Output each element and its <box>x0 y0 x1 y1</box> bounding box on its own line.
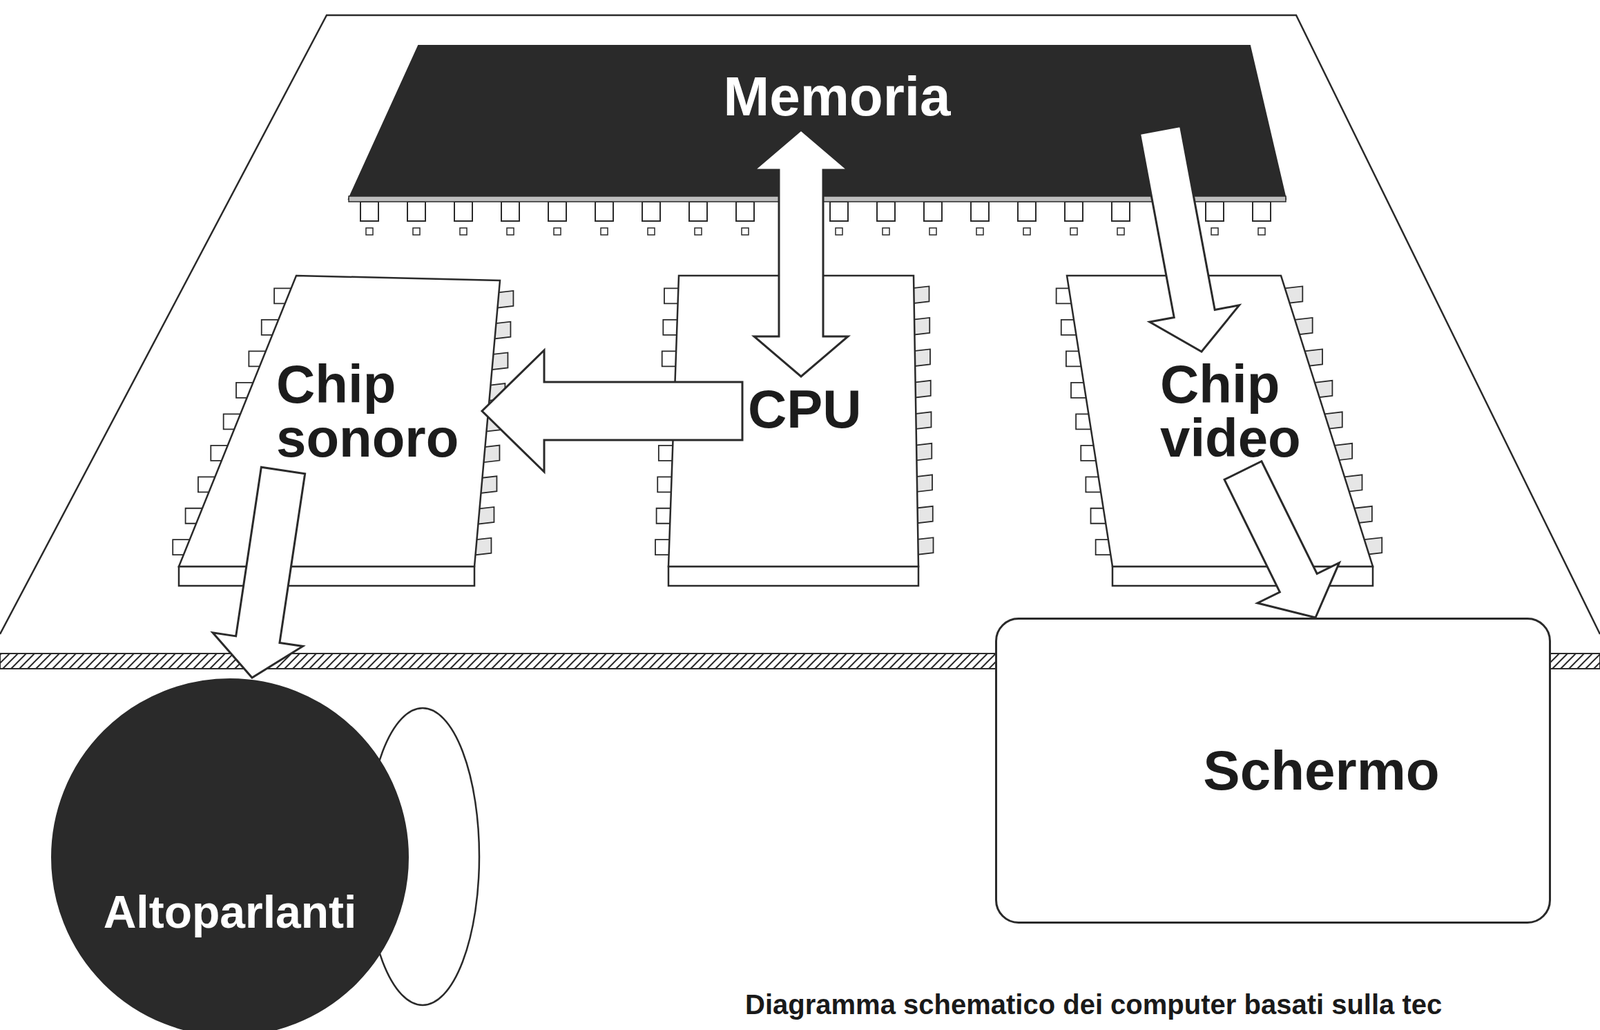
pin-body <box>689 201 708 221</box>
memory-pin <box>1111 201 1130 235</box>
pin-body <box>970 201 989 221</box>
pin-body <box>736 201 755 221</box>
memory-pin <box>736 201 755 235</box>
speaker-cone <box>51 678 409 1030</box>
memory-pin <box>1017 201 1036 235</box>
memory-pin <box>1252 201 1271 235</box>
pin-body <box>642 201 661 221</box>
sound-chip-label-box: Chip sonoro <box>270 351 483 471</box>
block-arrow <box>1224 461 1339 618</box>
video-chip-label-box: Chip video <box>1154 351 1318 471</box>
screen-label: Schermo <box>1202 743 1440 799</box>
pin-body <box>360 201 379 221</box>
pin-body <box>1017 201 1036 221</box>
pin-foot <box>1070 227 1078 235</box>
memory-pin <box>1205 201 1224 235</box>
block-arrow <box>212 466 306 678</box>
memory-pin <box>689 201 708 235</box>
pin-foot <box>365 227 373 235</box>
pin-foot <box>553 227 561 235</box>
pin-body <box>1111 201 1130 221</box>
pin-foot <box>976 227 984 235</box>
pin-foot <box>1023 227 1031 235</box>
memory-pin <box>1064 201 1083 235</box>
memory-pin <box>407 201 426 235</box>
pin-body <box>407 201 426 221</box>
pin-foot <box>882 227 890 235</box>
pin-foot <box>412 227 420 235</box>
memory-pin <box>595 201 614 235</box>
memory-pin <box>876 201 895 235</box>
block-arrow <box>482 350 743 472</box>
chip-label: CPU <box>747 381 862 436</box>
pin-foot <box>600 227 608 235</box>
memory-pin <box>454 201 473 235</box>
chip-base <box>178 566 475 586</box>
pin-foot <box>1211 227 1219 235</box>
speaker-label: Altoparlanti <box>50 888 410 935</box>
pin-foot <box>506 227 514 235</box>
chip-base <box>668 566 919 586</box>
pin-body <box>548 201 567 221</box>
pin-body <box>876 201 895 221</box>
memory-pin <box>360 201 379 235</box>
pin-body <box>454 201 473 221</box>
pin-body <box>1064 201 1083 221</box>
figure-caption: Diagramma schematico dei computer basati… <box>745 988 1442 1020</box>
pin-body <box>830 201 848 221</box>
speaker-disc: Altoparlanti <box>50 677 410 1030</box>
pin-body <box>1252 201 1271 221</box>
pin-foot <box>835 227 843 235</box>
block-arrow <box>754 129 848 377</box>
chip-label: Chip video <box>1160 357 1313 465</box>
board-edge <box>0 15 1600 634</box>
pin-body <box>1205 201 1224 221</box>
block-arrow <box>1140 125 1240 352</box>
pin-foot <box>741 227 749 235</box>
screen-box: Schermo <box>995 617 1551 924</box>
chip-label: Chip sonoro <box>276 357 477 465</box>
pin-body <box>501 201 520 221</box>
memory-pin <box>830 201 848 235</box>
memory-pin <box>923 201 942 235</box>
pin-foot <box>929 227 937 235</box>
memory-pin <box>501 201 520 235</box>
memory-label-box: Memoria <box>439 63 1235 130</box>
pin-body <box>923 201 942 221</box>
memory-pin <box>642 201 661 235</box>
circuit-board <box>0 15 1600 634</box>
pin-foot <box>1258 227 1266 235</box>
pin-body <box>595 201 614 221</box>
pin-foot <box>694 227 702 235</box>
memory-pin <box>548 201 567 235</box>
sound-chip <box>178 275 500 567</box>
pin-foot <box>459 227 467 235</box>
cpu-label-box: CPU <box>742 376 868 442</box>
speaker-shape <box>50 677 410 1030</box>
pin-foot <box>1117 227 1125 235</box>
chip-label: Memoria <box>445 69 1229 125</box>
memory-pin <box>970 201 989 235</box>
pin-foot <box>647 227 655 235</box>
